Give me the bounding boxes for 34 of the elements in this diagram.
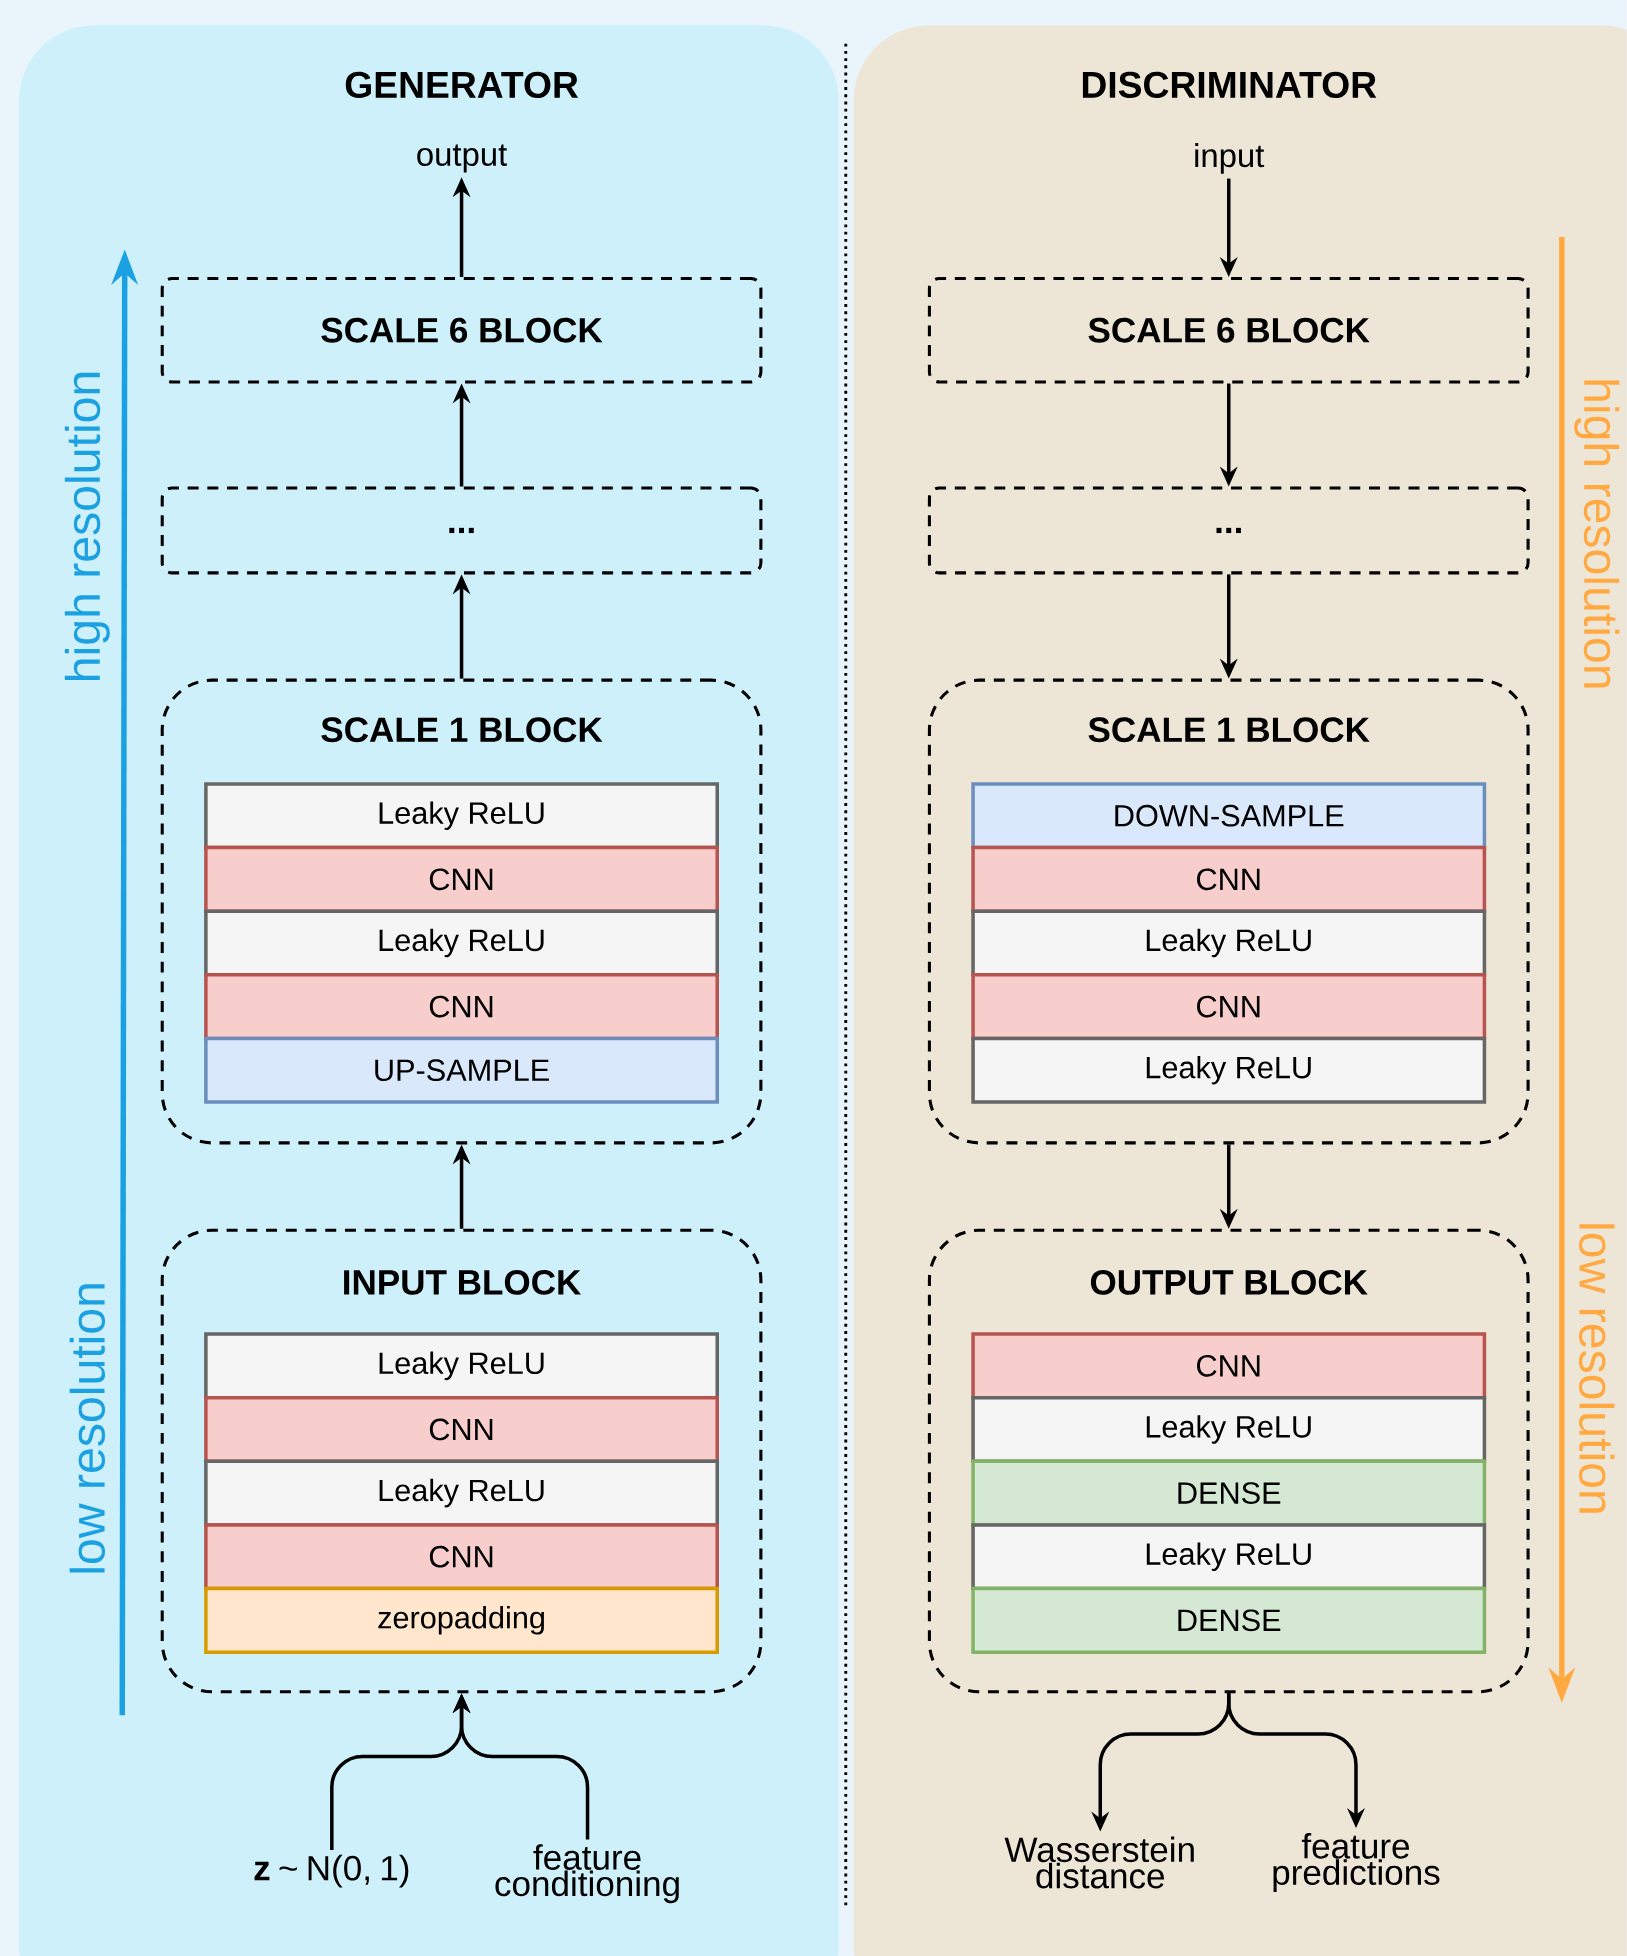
layer-box: CNN	[204, 845, 720, 913]
layer-box: CNN	[971, 973, 1487, 1041]
layer-box: Leaky ReLU	[971, 1523, 1487, 1591]
layer-box: CNN	[204, 1523, 720, 1591]
layer-box: Leaky ReLU	[204, 909, 720, 977]
input-label: Wasserstein distance	[1004, 1836, 1194, 1889]
layer-box: DOWN-SAMPLE	[971, 782, 1487, 850]
layer-box: Leaky ReLU	[204, 1459, 720, 1527]
layer-box: Leaky ReLU	[971, 1036, 1487, 1104]
input-label: feature conditioning	[495, 1844, 679, 1904]
layer-box: CNN	[204, 973, 720, 1041]
block-box: SCALE 6 BLOCK	[160, 276, 763, 384]
layer-box: CNN	[971, 845, 1487, 913]
block-box: ...	[160, 486, 763, 575]
block-box: ...	[928, 486, 1530, 575]
axis-label: high resolution	[1574, 380, 1620, 688]
block-box: SCALE 6 BLOCK	[928, 276, 1530, 384]
layer-box: CNN	[204, 1395, 720, 1464]
axis-label: low resolution	[1579, 1224, 1615, 1513]
layer-box: Leaky ReLU	[971, 1395, 1487, 1464]
axis-label: high resolution	[65, 372, 110, 680]
axis-label: low resolution	[69, 1284, 106, 1573]
output-label: input	[1195, 143, 1265, 174]
input-label: z ~ N(0, 1)	[254, 1854, 409, 1888]
layer-box: zeropadding	[204, 1586, 720, 1654]
output-label: output	[417, 144, 508, 173]
layer-box: CNN	[971, 1332, 1487, 1400]
layer-box: DENSE	[971, 1459, 1487, 1527]
layer-box: UP-SAMPLE	[204, 1036, 720, 1104]
layer-box: DENSE	[971, 1586, 1487, 1654]
input-label: feature predictions	[1273, 1833, 1440, 1892]
layer-box: Leaky ReLU	[971, 909, 1487, 977]
layer-box: Leaky ReLU	[204, 782, 720, 850]
layer-box: Leaky ReLU	[204, 1332, 720, 1400]
